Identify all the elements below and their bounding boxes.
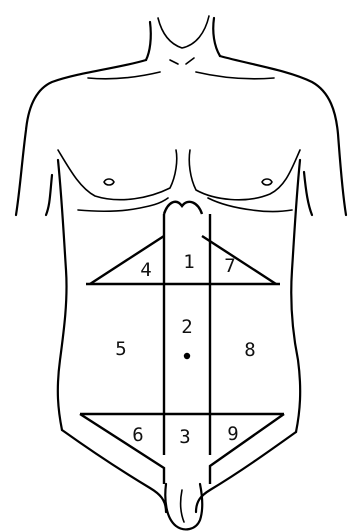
region-label-5: 5 [115, 338, 126, 360]
region-label-8: 8 [244, 339, 255, 361]
region-label-3: 3 [179, 426, 190, 448]
region-labels: 1 2 3 4 5 6 7 8 9 [115, 251, 255, 448]
region-label-6: 6 [132, 424, 143, 446]
right-pectoral-outline [189, 150, 300, 200]
left-pectoral-outline [58, 150, 177, 200]
left-clavicle-outline [88, 72, 160, 79]
genital-center-line [181, 490, 184, 522]
left-inner-arm-outline [46, 175, 52, 215]
right-inner-arm-outline [304, 172, 312, 215]
xiphoid-notch-outline [164, 202, 202, 214]
region-label-9: 9 [227, 423, 238, 445]
umbilicus-icon [184, 353, 190, 359]
neck-left-outline [146, 22, 151, 60]
region-label-1: 1 [183, 251, 194, 273]
region-label-7: 7 [224, 255, 235, 277]
torso-outline [16, 16, 346, 529]
lower-triangle-line [80, 414, 284, 484]
left-nipple-icon [104, 179, 114, 185]
chin-outline [158, 16, 209, 48]
region-label-2: 2 [181, 316, 192, 338]
right-nipple-icon [262, 179, 272, 185]
left-flank-outline [58, 160, 67, 430]
right-costal-margin-outline [208, 198, 292, 212]
left-groin-outline [62, 430, 166, 512]
region-label-4: 4 [140, 259, 151, 281]
neck-right-outline [213, 18, 220, 56]
left-shoulder-arm-outline [16, 60, 146, 215]
right-clavicle-outline [196, 72, 274, 79]
sternal-notch-outline [170, 58, 194, 64]
right-shoulder-arm-outline [220, 56, 346, 215]
right-flank-outline [291, 160, 300, 432]
